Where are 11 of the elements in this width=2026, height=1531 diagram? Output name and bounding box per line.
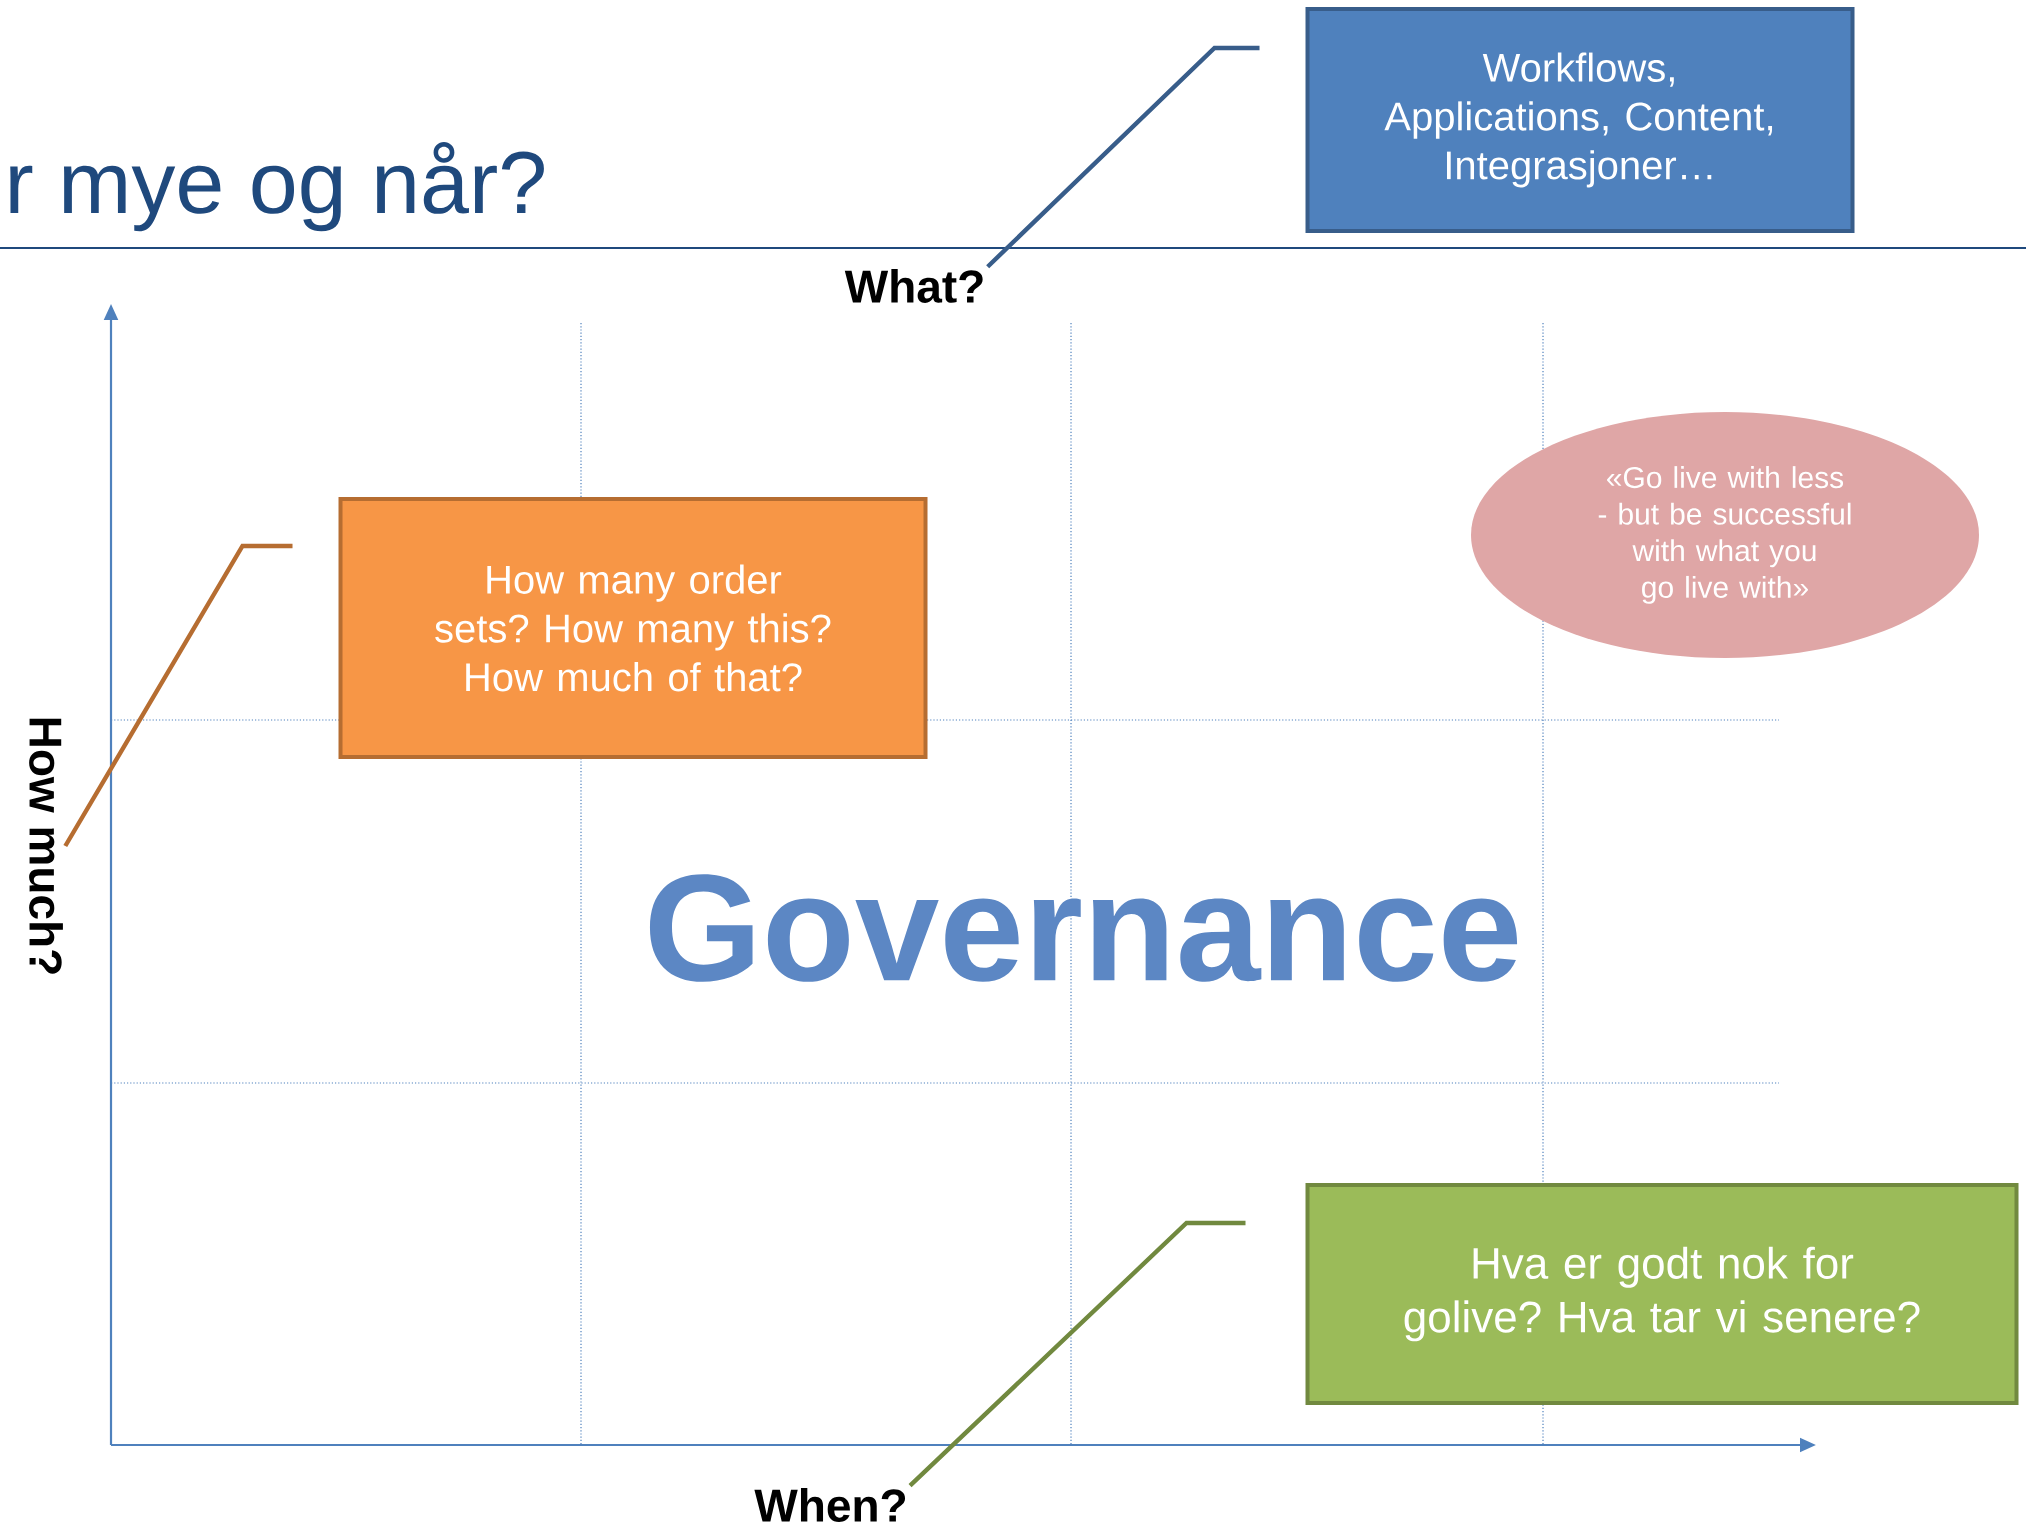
- leader-line: [908, 1220, 1246, 1488]
- axis-label: What?: [844, 269, 983, 303]
- outlined-heading: Governance: [649, 874, 1518, 982]
- leader-line: [986, 45, 1260, 269]
- callout-box: Workflows, Applications, Content, Integrasjoner…: [1305, 7, 1855, 233]
- slide-title: r mye og når?: [10, 142, 544, 232]
- callout-box: How many order sets? How many this? How much of that?: [338, 497, 928, 759]
- leader-line: [63, 543, 293, 848]
- callout-box: Hva er godt nok for golive? Hva tar vi senere?: [1305, 1183, 2019, 1405]
- axis-label: When?: [754, 1488, 906, 1522]
- axis-label: How much?: [29, 718, 63, 974]
